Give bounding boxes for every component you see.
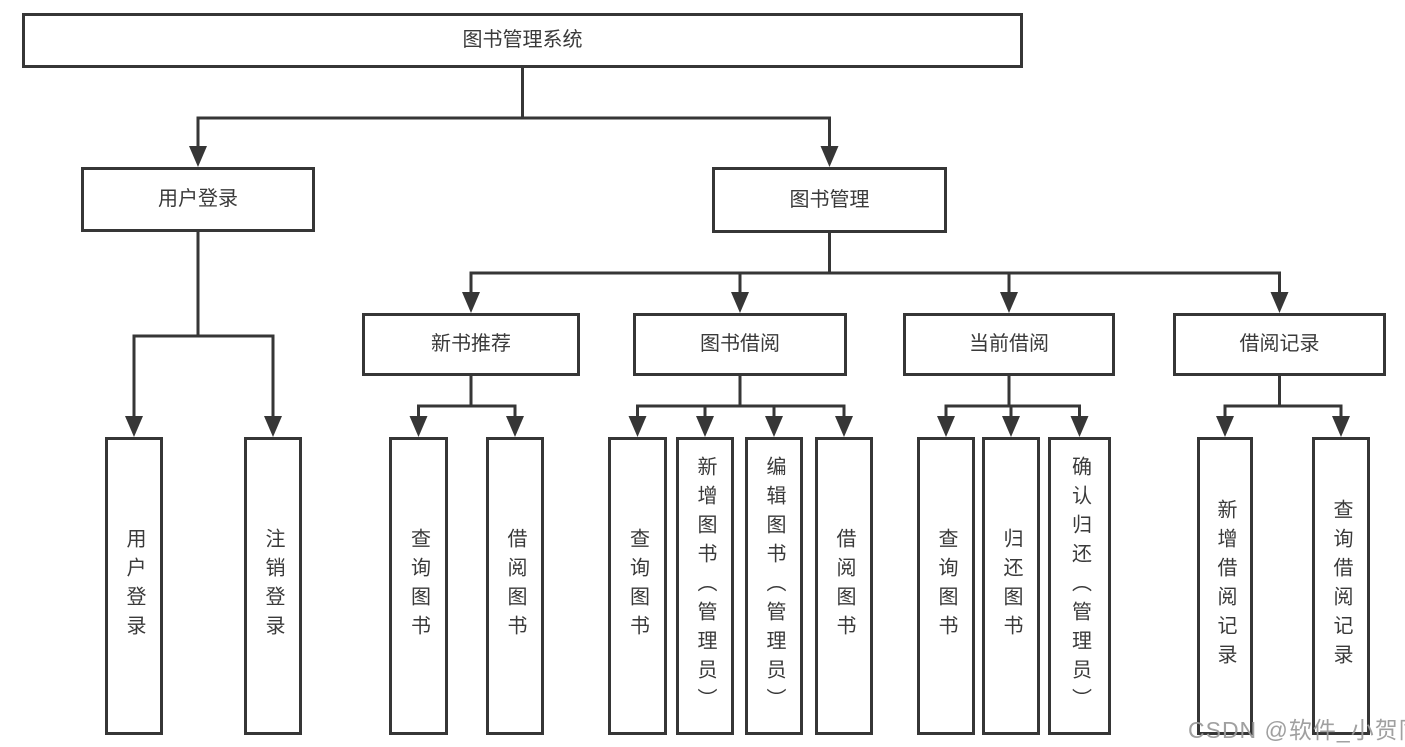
node-label: 注销登录 <box>262 528 284 644</box>
node-label: 新增图书（管理员） <box>694 455 716 717</box>
node-leaf-confirm-return: 确认归还（管理员） <box>1048 437 1111 735</box>
node-user-login: 用户登录 <box>81 167 315 232</box>
node-book-borrow: 图书借阅 <box>633 313 847 376</box>
node-new-book-rec: 新书推荐 <box>362 313 580 376</box>
node-label: 新书推荐 <box>431 333 511 355</box>
node-label: 查询图书 <box>935 528 957 644</box>
node-leaf-query-record: 查询借阅记录 <box>1312 437 1370 735</box>
node-label: 图书管理系统 <box>462 29 583 51</box>
node-leaf-query-book-2: 查询图书 <box>608 437 667 735</box>
node-label: 借阅图书 <box>504 528 526 644</box>
node-current-borrow: 当前借阅 <box>903 313 1115 376</box>
node-label: 编辑图书（管理员） <box>763 455 785 717</box>
node-leaf-borrow-book-2: 借阅图书 <box>815 437 873 735</box>
node-label: 图书借阅 <box>700 333 780 355</box>
node-label: 借阅记录 <box>1239 333 1320 355</box>
node-leaf-edit-book: 编辑图书（管理员） <box>745 437 803 735</box>
node-label: 用户登录 <box>158 188 238 210</box>
node-leaf-return-book: 归还图书 <box>982 437 1040 735</box>
node-label: 借阅图书 <box>833 528 855 644</box>
node-leaf-add-record: 新增借阅记录 <box>1197 437 1253 735</box>
node-leaf-query-book-1: 查询图书 <box>389 437 448 735</box>
watermark: CSDN @软件_小贺同学 <box>1188 717 1405 743</box>
node-label: 图书管理 <box>789 188 870 211</box>
node-label: 归还图书 <box>1000 528 1022 644</box>
node-label: 查询借阅记录 <box>1330 499 1352 673</box>
node-label: 确认归还（管理员） <box>1068 455 1091 717</box>
node-leaf-add-book: 新增图书（管理员） <box>676 437 734 735</box>
node-leaf-logout: 注销登录 <box>244 437 302 735</box>
node-leaf-query-book-3: 查询图书 <box>917 437 975 735</box>
node-label: 新增借阅记录 <box>1214 499 1236 673</box>
node-label: 查询图书 <box>626 528 649 644</box>
node-root: 图书管理系统 <box>22 13 1023 68</box>
node-borrow-records: 借阅记录 <box>1173 313 1386 376</box>
node-label: 当前借阅 <box>969 333 1049 355</box>
node-label: 用户登录 <box>123 528 145 644</box>
node-leaf-borrow-book-1: 借阅图书 <box>486 437 544 735</box>
node-book-mgmt: 图书管理 <box>712 167 947 233</box>
node-leaf-user-login: 用户登录 <box>105 437 163 735</box>
node-label: 查询图书 <box>407 528 430 644</box>
